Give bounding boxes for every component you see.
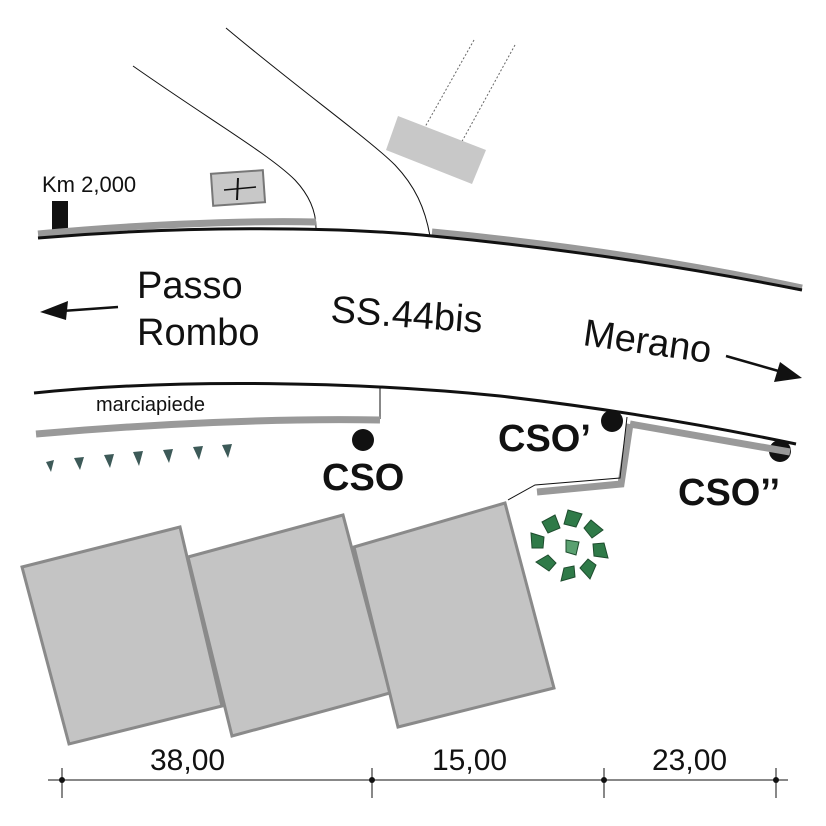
dimension-dots [59,777,779,783]
passo-label-line2: Rombo [137,312,260,354]
plant-4 [133,451,143,466]
cso-point [352,429,374,451]
arrow-left-head [40,301,68,320]
dot-4 [773,777,779,783]
plant-7 [222,444,232,458]
cso-prime-label: CSO’ [498,418,591,460]
dotted-line-2 [459,44,516,146]
passo-label-line1: Passo [137,265,243,307]
dot-2 [369,777,375,783]
arrow-right-shaft [725,354,783,374]
arrow-right-head [774,362,802,382]
upper-thin-line-right [225,27,431,237]
road-edge-bottom [33,381,797,446]
dotted-line-1 [424,39,475,128]
building-3 [352,501,556,729]
upper-thin-line-left [132,65,317,229]
cso-double-prime-label: CSO’’ [678,472,780,514]
sidewalk-curb [35,416,381,438]
tree-icon [530,509,609,582]
dimension-2: 15,00 [432,744,507,777]
plant-3 [104,454,114,468]
road-edge-top [37,227,803,292]
merano-label: Merano [581,312,714,372]
stepped-curb [536,420,791,496]
plant-row [46,444,232,472]
dot-3 [601,777,607,783]
plant-1 [46,460,54,472]
plant-5 [163,449,173,463]
dot-1 [59,777,65,783]
road-name-label: SS.44bis [329,289,484,342]
sidewalk-label: marciapiede [96,394,205,416]
cso-label: CSO [322,457,404,499]
arrow-left-shaft [61,305,119,313]
small-gray-rectangle [386,116,486,184]
km-marker-post [52,201,68,237]
upper-curb-left [37,218,317,238]
plant-2 [74,457,84,470]
upper-curb-right [431,228,803,292]
plant-6 [193,446,203,460]
dimension-3: 23,00 [652,744,727,777]
dimension-1: 38,00 [150,744,225,777]
building-1 [20,525,224,746]
stepped-curb-thin [507,416,628,501]
cso-prime-point [601,410,623,432]
km-marker-label: Km 2,000 [42,172,136,197]
cross-horizontal [223,186,257,191]
